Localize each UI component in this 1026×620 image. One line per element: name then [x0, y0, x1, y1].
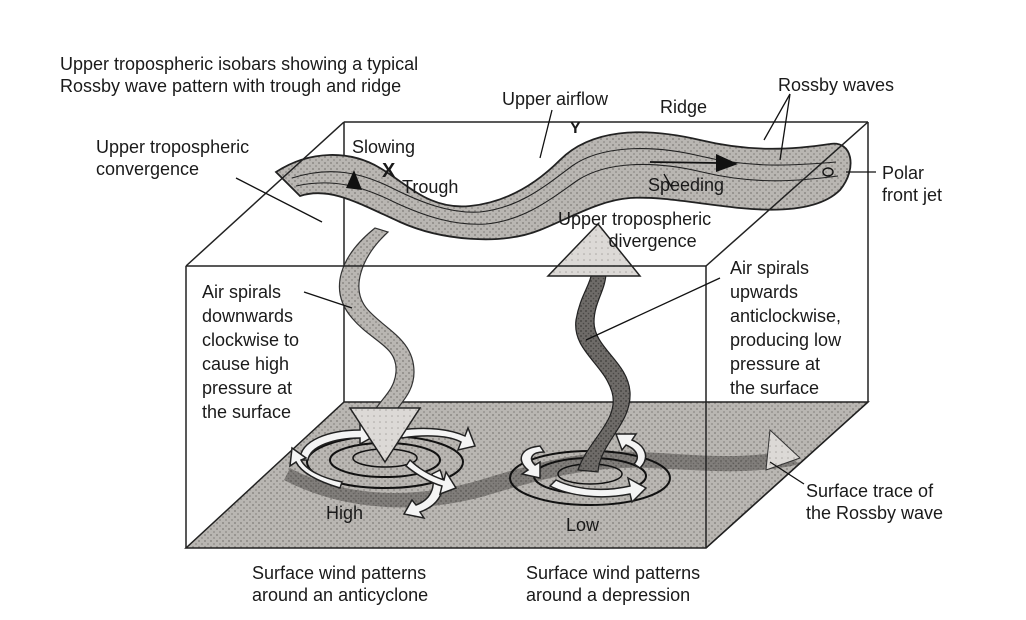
anticyclone-caption-line-1: Surface wind patterns — [252, 563, 427, 583]
depression-caption-line-2: around a depression — [526, 585, 691, 605]
spiral-up-line-3: anticlockwise, — [730, 306, 842, 326]
divergence-label: Upper tropospheric divergence — [558, 208, 711, 252]
rossby-waves-label: Rossby waves — [778, 75, 895, 95]
surface-trace-line-1: Surface trace of — [806, 481, 934, 501]
spiral-down-label: Air spirals downwards clockwise to cause… — [202, 280, 299, 424]
convergence-label: Upper tropospheric convergence — [96, 136, 249, 180]
slowing-label: Slowing — [352, 137, 416, 157]
spiral-down-line-4: cause high — [202, 354, 290, 374]
spiral-up-line-4: producing low — [730, 330, 842, 350]
surface-trace-band — [284, 451, 800, 508]
depression-caption-line-1: Surface wind patterns — [526, 563, 701, 583]
descending-air-arrowhead — [348, 407, 422, 464]
header-caption: Upper tropospheric isobars showing a typ… — [60, 53, 418, 97]
surface-trace-arrowhead — [765, 428, 801, 471]
spiral-up-label: Air spirals upwards anticlockwise, produ… — [730, 256, 841, 400]
header-line-2: Rossby wave pattern with trough and ridg… — [60, 76, 402, 96]
spiral-up-line-6: the surface — [730, 378, 820, 398]
ridge-label: Ridge — [660, 97, 708, 117]
leader-lines — [235, 93, 876, 485]
speeding-label: Speeding — [648, 175, 725, 195]
marker-y: Y — [570, 120, 581, 137]
box-front-edges — [185, 121, 869, 549]
header-line-1: Upper tropospheric isobars showing a typ… — [60, 54, 419, 74]
polar-front-jet-label: Polar front jet — [882, 162, 942, 206]
descending-air-spiral — [338, 227, 415, 431]
anticyclone-caption: Surface wind patterns around an anticycl… — [252, 562, 428, 606]
spiral-down-line-6: the surface — [202, 402, 292, 422]
trough-label: Trough — [402, 177, 459, 197]
depression-caption: Surface wind patterns around a depressio… — [526, 562, 700, 606]
spiral-down-line-3: clockwise to — [202, 330, 300, 350]
jet-arrowhead — [716, 154, 738, 172]
anticyclone-caption-line-2: around an anticyclone — [252, 585, 429, 605]
spiral-up-line-1: Air spirals — [730, 258, 810, 278]
ascending-air-arrowhead — [546, 222, 642, 277]
polar-front-jet-core — [822, 167, 834, 177]
spiral-up-line-2: upwards — [730, 282, 799, 302]
polar-front-jet-line-1: Polar — [882, 163, 925, 183]
spiral-down-line-1: Air spirals — [202, 282, 282, 302]
low-pressure-arrows — [520, 433, 648, 504]
marker-x: X — [382, 160, 396, 182]
slowing-arrowhead — [346, 170, 362, 190]
spiral-down-line-2: downwards — [202, 306, 294, 326]
spiral-up-line-5: pressure at — [730, 354, 821, 374]
surface-trace-label: Surface trace of the Rossby wave — [806, 480, 943, 524]
upper-airflow-label: Upper airflow — [502, 89, 609, 109]
convergence-line-2: convergence — [96, 159, 200, 179]
convergence-line-1: Upper tropospheric — [96, 137, 250, 157]
spiral-down-line-5: pressure at — [202, 378, 293, 398]
high-label: High — [326, 503, 364, 523]
polar-front-jet-line-2: front jet — [882, 185, 943, 205]
surface-trace-line-2: the Rossby wave — [806, 503, 944, 523]
divergence-line-2: divergence — [608, 231, 697, 251]
divergence-line-1: Upper tropospheric — [558, 209, 712, 229]
low-label: Low — [566, 515, 600, 535]
